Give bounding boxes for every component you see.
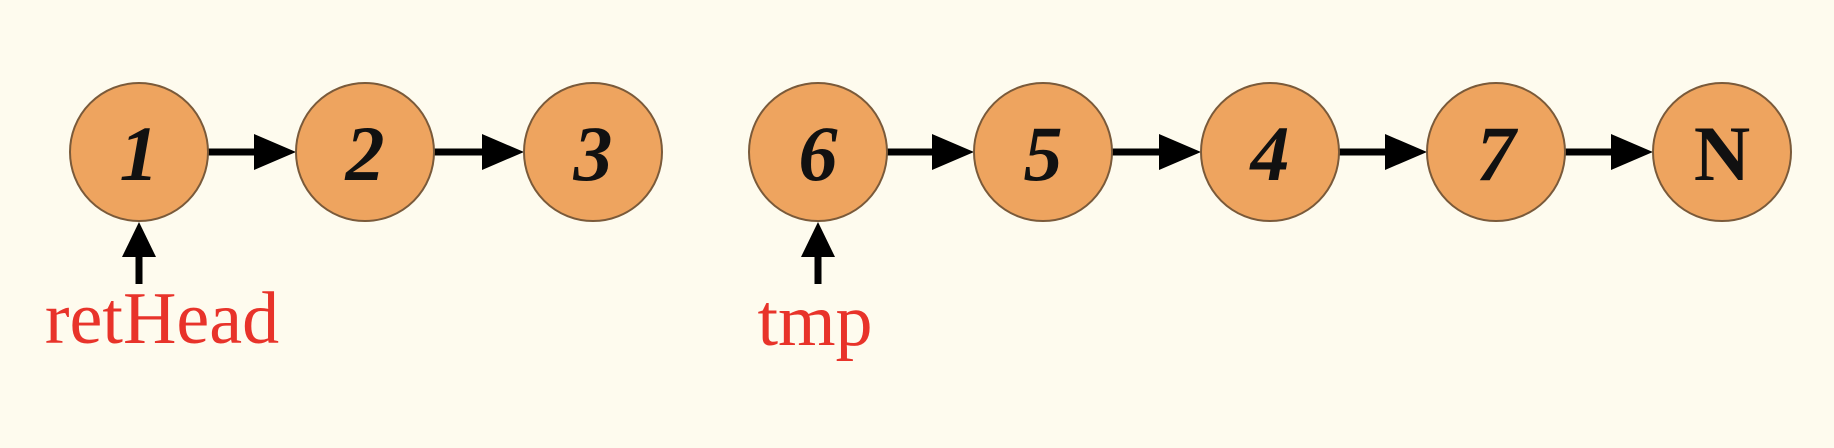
pointer-tmp: tmp <box>757 222 873 362</box>
edge-arrow <box>1112 134 1201 170</box>
arrow-up-icon <box>122 222 156 257</box>
arrow-head-icon <box>932 134 974 170</box>
node-circle <box>1200 82 1340 222</box>
node-label: 1 <box>120 110 159 197</box>
list-node: 5 <box>973 82 1113 222</box>
nodes-layer: 1 2 3 6 5 4 7 N <box>69 82 1792 222</box>
list-node: 7 <box>1426 82 1566 222</box>
pointer-label: retHead <box>45 278 279 360</box>
edges-layer <box>208 134 1653 170</box>
edge-arrow <box>887 134 974 170</box>
node-label: 3 <box>573 110 613 197</box>
arrow-head-icon <box>1611 134 1653 170</box>
pointers-layer: retHead tmp <box>45 222 873 362</box>
list-node: 2 <box>295 82 435 222</box>
arrow-up-icon <box>801 222 835 257</box>
node-circle <box>1426 82 1566 222</box>
node-label: 7 <box>1477 110 1519 197</box>
node-label: N <box>1694 110 1750 197</box>
list-node: 4 <box>1200 82 1340 222</box>
edge-arrow <box>1565 134 1653 170</box>
edge-arrow <box>434 134 524 170</box>
pointer-label: tmp <box>757 280 872 362</box>
edge-arrow <box>1339 134 1427 170</box>
list-node: N <box>1652 82 1792 222</box>
pointer-retHead: retHead <box>45 222 279 360</box>
node-label: 5 <box>1024 110 1063 197</box>
node-circle <box>1652 82 1792 222</box>
node-circle <box>295 82 435 222</box>
arrow-head-icon <box>1385 134 1427 170</box>
list-node: 1 <box>69 82 209 222</box>
list-node: 6 <box>748 82 888 222</box>
node-circle <box>69 82 209 222</box>
node-label: 6 <box>799 110 838 197</box>
node-label: 4 <box>1249 110 1290 197</box>
list-node: 3 <box>523 82 663 222</box>
node-circle <box>523 82 663 222</box>
node-circle <box>748 82 888 222</box>
arrow-head-icon <box>482 134 524 170</box>
arrow-head-icon <box>1159 134 1201 170</box>
arrow-head-icon <box>254 134 296 170</box>
node-circle <box>973 82 1113 222</box>
edge-arrow <box>208 134 296 170</box>
node-label: 2 <box>345 110 385 197</box>
